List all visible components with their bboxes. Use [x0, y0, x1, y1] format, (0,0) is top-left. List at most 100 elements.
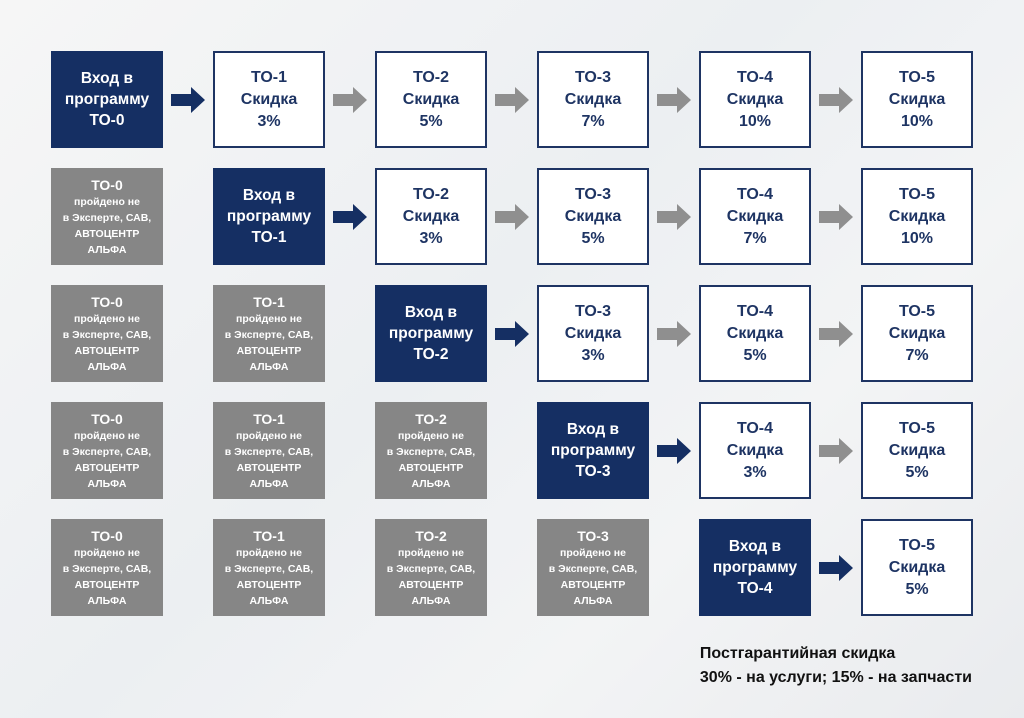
box-text-line: АЛЬФА [87, 360, 127, 373]
box-text-line: ТО-1 [253, 293, 285, 310]
box-text-line: 3% [419, 229, 443, 247]
box-text-line: 5% [743, 346, 767, 364]
box-text-line: пройдено не [398, 546, 464, 559]
arrow-shape [819, 86, 853, 113]
box-text-line: Скидка [888, 207, 946, 225]
box-text-line: ТО-3 [577, 527, 609, 544]
box-text-line: ТО-5 [898, 536, 936, 554]
box-text-line: ТО-1 [253, 410, 285, 427]
arrow-right-icon [495, 86, 529, 113]
box-text-line: Вход в [242, 187, 296, 204]
box-text-line: в Эксперте, САВ, [386, 445, 476, 458]
arrow-right-icon [819, 203, 853, 230]
arrow-right-icon [495, 203, 529, 230]
box-text-line: программу [712, 559, 798, 576]
box-text-line: АЛЬФА [573, 594, 613, 607]
arrow-right-icon-active [657, 437, 691, 464]
box-text-line: ТО-1 [251, 229, 287, 246]
arrow-right-icon [657, 320, 691, 347]
box-text-line: пройдено не [236, 546, 302, 559]
box-text-line: ТО-4 [737, 580, 773, 597]
box-text-line: в Эксперте, САВ, [224, 328, 314, 341]
box-text-line: пройдено не [74, 195, 140, 208]
box-text-line: Вход в [80, 70, 134, 87]
box-text-line: Скидка [888, 90, 946, 108]
box-text-line: 5% [905, 580, 929, 598]
arrow-right-icon-active [495, 320, 529, 347]
box-text-line: ТО-5 [898, 68, 936, 86]
box-text-line: 5% [905, 463, 929, 481]
box-text-line: АЛЬФА [249, 360, 289, 373]
box-text-line: АЛЬФА [411, 594, 451, 607]
box-text-line: 3% [743, 463, 767, 481]
box-text-line: Скидка [240, 90, 298, 108]
box-text-line: АЛЬФА [249, 477, 289, 490]
box-text-line: Скидка [888, 324, 946, 342]
box-text-line: программу [64, 91, 150, 108]
arrow-shape [819, 437, 853, 464]
box-text-line: ТО-5 [898, 302, 936, 320]
box-text-line: ТО-2 [412, 68, 450, 86]
box-text-line: Скидка [402, 207, 460, 225]
arrow-right-icon [657, 203, 691, 230]
box-text-line: Скидка [564, 90, 622, 108]
completed-elsewhere-box: ТО-1 пройдено не в Эксперте, САВ, АВТОЦЕНТР… [213, 519, 325, 616]
box-text-line: ТО-1 [253, 527, 285, 544]
box-text-line: ТО-0 [91, 527, 123, 544]
box-text-line: Скидка [564, 324, 622, 342]
box-text-line: пройдено не [236, 312, 302, 325]
box-text-line: ТО-3 [575, 463, 611, 480]
box-text-line: ТО-2 [415, 410, 447, 427]
box-text-line: Вход в [404, 304, 458, 321]
box-text-line: в Эксперте, САВ, [62, 328, 152, 341]
box-text-line: АВТОЦЕНТР [236, 578, 302, 591]
box-text-line: в Эксперте, САВ, [224, 562, 314, 575]
box-text-line: 3% [581, 346, 605, 364]
box-text-line: в Эксперте, САВ, [224, 445, 314, 458]
arrow-right-icon [657, 86, 691, 113]
box-text-line: ТО-0 [91, 293, 123, 310]
box-text-line: 7% [743, 229, 767, 247]
box-text-line: ТО-2 [413, 346, 449, 363]
box-text-line: АВТОЦЕНТР [398, 578, 464, 591]
box-text-line: АВТОЦЕНТР [74, 578, 140, 591]
box-text-line: в Эксперте, САВ, [62, 445, 152, 458]
box-text-line: в Эксперте, САВ, [386, 562, 476, 575]
arrow-shape [333, 86, 367, 113]
box-text-line: 10% [738, 112, 772, 130]
arrow-shape [819, 320, 853, 347]
box-text-line: Скидка [888, 441, 946, 459]
arrow-right-icon-active [333, 203, 367, 230]
box-text-line: Вход в [566, 421, 620, 438]
box-text-line: ТО-4 [736, 185, 774, 203]
arrow-shape [171, 86, 205, 113]
box-text-line: Вход в [728, 538, 782, 555]
arrow-right-icon-active [171, 86, 205, 113]
box-text-line: ТО-5 [898, 185, 936, 203]
box-text-line: ТО-3 [574, 185, 612, 203]
box-text-line: ТО-0 [91, 176, 123, 193]
box-text-line: программу [226, 208, 312, 225]
box-text-line: пройдено не [74, 312, 140, 325]
arrow-right-icon [819, 320, 853, 347]
arrow-shape [819, 203, 853, 230]
box-text-line: ТО-3 [574, 302, 612, 320]
box-text-line: 10% [900, 229, 934, 247]
box-text-line: программу [388, 325, 474, 342]
footer-title: Постгарантийная скидка [699, 645, 896, 662]
box-text-line: пройдено не [236, 429, 302, 442]
